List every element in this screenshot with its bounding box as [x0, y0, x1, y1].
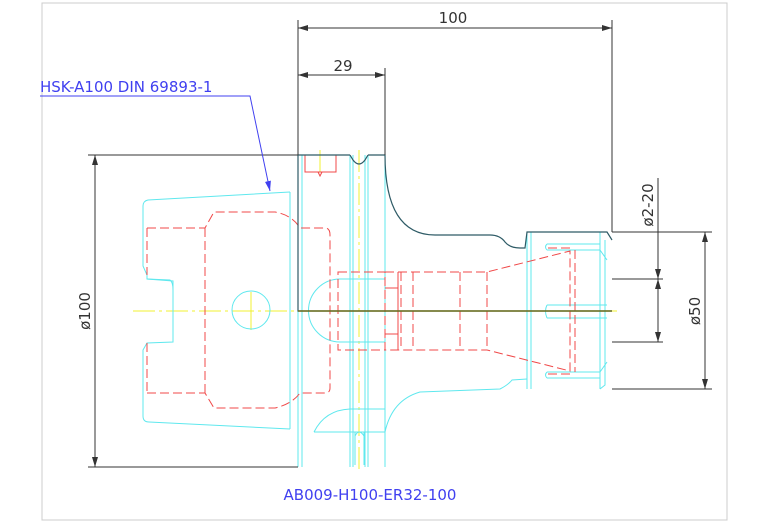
- shank-diameter-value: ø100: [76, 292, 94, 330]
- dimension-flange-length: 29: [298, 57, 386, 155]
- part-number: AB009-H100-ER32-100: [284, 486, 457, 504]
- clamping-range-value: ø2-20: [639, 183, 657, 226]
- part-label-leader: HSK-A100 DIN 69893-1: [40, 78, 271, 192]
- dimension-nut-diameter: ø50: [612, 231, 712, 390]
- dimension-clamping-range: ø2-20: [612, 178, 663, 343]
- hidden-lines: [146, 155, 576, 409]
- sheet-border: [41, 2, 728, 521]
- flange-length-value: 29: [333, 57, 352, 75]
- dimension-shank-diameter: ø100: [76, 154, 298, 468]
- dimension-overall-length: 100: [297, 9, 613, 232]
- overall-length-value: 100: [439, 9, 468, 27]
- part-outline: [297, 154, 613, 312]
- nut-diameter-value: ø50: [686, 297, 704, 325]
- part-label: HSK-A100 DIN 69893-1: [40, 78, 212, 96]
